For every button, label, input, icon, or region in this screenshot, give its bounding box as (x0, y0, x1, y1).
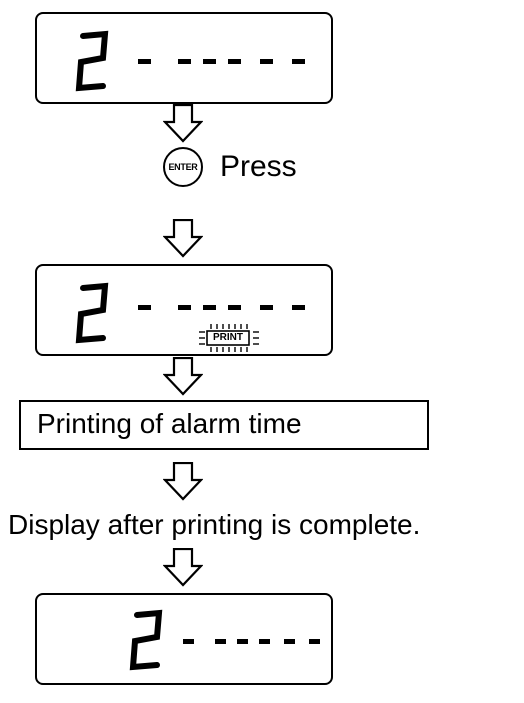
caption-text: Display after printing is complete. (8, 509, 421, 540)
print-blink-icon (199, 324, 259, 352)
lcd-dashes (138, 59, 305, 64)
down-arrow-icon (163, 357, 203, 397)
lcd-digit-2 (75, 282, 109, 344)
down-arrow-icon (163, 104, 203, 144)
lcd-segments (75, 282, 305, 352)
status-box: Printing of alarm time (19, 400, 429, 450)
down-arrow-icon (163, 219, 203, 259)
lcd-digit-2 (129, 609, 163, 671)
lcd-dashes (138, 305, 305, 310)
lcd-display-initial (35, 12, 333, 104)
enter-button-label: ENTER (168, 162, 198, 172)
lcd-display-complete (35, 593, 333, 685)
lcd-digit-2 (75, 30, 109, 92)
down-arrow-icon (163, 462, 203, 502)
lcd-dashes (183, 639, 320, 644)
lcd-display-printing: PRINT (35, 264, 333, 356)
press-instruction: Press (220, 150, 297, 183)
print-indicator-label: PRINT (213, 332, 243, 343)
down-arrow-icon (163, 548, 203, 588)
enter-button[interactable]: ENTER (163, 147, 203, 187)
lcd-segments (129, 609, 320, 671)
lcd-segments (75, 30, 305, 92)
